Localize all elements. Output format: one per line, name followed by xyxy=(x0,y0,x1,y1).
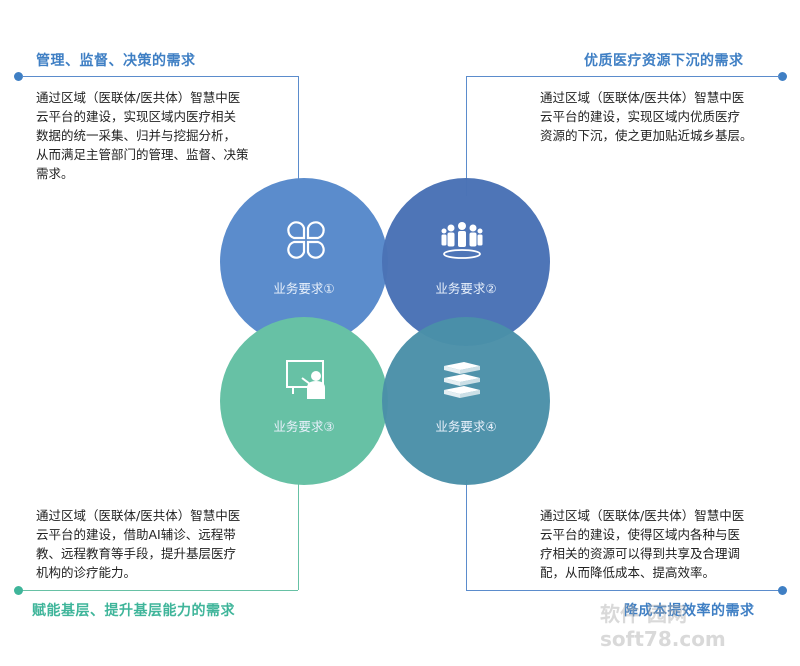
desc-line: 疗相关的资源可以得到共享及合理调 xyxy=(540,546,741,561)
circle-2-label: 业务要求② xyxy=(435,281,497,296)
desc-line: 云平台的建设，使得区域内各种与医 xyxy=(540,527,741,542)
quadrant-3-description: 通过区域（医联体/医共体）智慧中医 云平台的建设，借助AI辅诊、远程带 教、远程… xyxy=(36,506,291,582)
quadrant-4-hline xyxy=(466,590,780,591)
quadrant-2-vline xyxy=(466,76,467,196)
desc-line: 云平台的建设，实现区域内优质医疗 xyxy=(540,109,741,124)
desc-line: 机构的诊疗能力。 xyxy=(36,565,137,580)
quadrant-3-title: 赋能基层、提升基层能力的需求 xyxy=(32,603,235,619)
desc-line: 云平台的建设，实现区域内医疗相关 xyxy=(36,109,237,124)
watermark: 软件 园网 soft78.com xyxy=(600,602,726,651)
desc-line: 资源的下沉，使之更加贴近城乡基层。 xyxy=(540,128,753,143)
quadrant-3-hline xyxy=(22,590,298,591)
quadrant-2-title: 优质医疗资源下沉的需求 xyxy=(584,53,744,69)
desc-line: 数据的统一采集、归并与挖掘分析， xyxy=(36,128,237,143)
quadrant-1-hline xyxy=(22,76,298,77)
quadrant-4-title: 降成本提效率的需求 xyxy=(624,603,755,619)
quadrant-4-dot xyxy=(778,586,787,595)
quadrant-2-hline xyxy=(466,76,780,77)
quadrant-3-vline xyxy=(298,480,299,590)
quadrant-1-description: 通过区域（医联体/医共体）智慧中医 云平台的建设，实现区域内医疗相关 数据的统一… xyxy=(36,88,286,183)
circle-requirement-3 xyxy=(220,317,388,485)
clover-icon xyxy=(284,218,328,266)
desc-line: 需求。 xyxy=(36,166,74,181)
quadrant-3-dot xyxy=(14,586,23,595)
quadrant-4-vline xyxy=(466,480,467,590)
quadrant-2-description: 通过区域（医联体/医共体）智慧中医 云平台的建设，实现区域内优质医疗 资源的下沉… xyxy=(540,88,790,145)
quadrant-4-description: 通过区域（医联体/医共体）智慧中医 云平台的建设，使得区域内各种与医 疗相关的资… xyxy=(540,506,790,582)
quadrant-1-dot xyxy=(14,72,23,81)
circle-1-label: 业务要求① xyxy=(273,281,335,296)
quadrant-1-title: 管理、监督、决策的需求 xyxy=(36,53,196,69)
circle-requirement-4 xyxy=(382,317,550,485)
desc-line: 通过区域（医联体/医共体）智慧中医 xyxy=(36,508,241,523)
team-icon xyxy=(440,218,484,266)
desc-line: 通过区域（医联体/医共体）智慧中医 xyxy=(540,508,745,523)
quadrant-2-dot xyxy=(778,72,787,81)
desc-line: 云平台的建设，借助AI辅诊、远程带 xyxy=(36,527,236,542)
desc-line: 教、远程教育等手段，提升基层医疗 xyxy=(36,546,237,561)
circle-3-label: 业务要求③ xyxy=(273,419,335,434)
quadrant-1-vline xyxy=(298,76,299,196)
desc-line: 从而满足主管部门的管理、监督、决策 xyxy=(36,147,249,162)
desc-line: 配，从而降低成本、提高效率。 xyxy=(540,565,716,580)
desc-line: 通过区域（医联体/医共体）智慧中医 xyxy=(36,90,241,105)
server-stack-icon xyxy=(440,360,484,406)
desc-line: 通过区域（医联体/医共体）智慧中医 xyxy=(540,90,745,105)
teacher-board-icon xyxy=(284,358,330,406)
circle-4-label: 业务要求④ xyxy=(435,419,497,434)
